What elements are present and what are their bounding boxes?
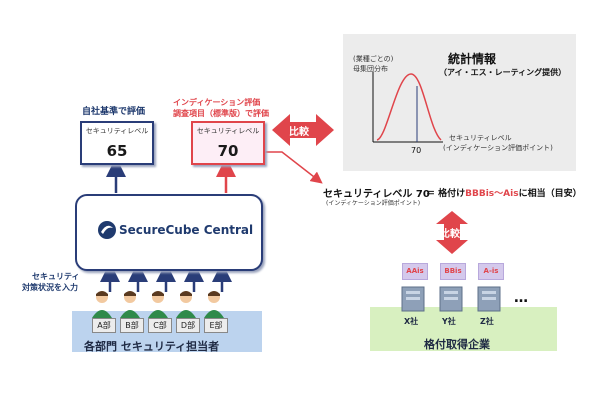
self-assessment-level-box: セキュリティレベル 65 <box>80 121 154 165</box>
companies-footer: 格付取得企業 <box>424 338 490 351</box>
right-box-title: セキュリティレベル <box>196 127 260 135</box>
dept-tag-c: C部 <box>148 318 172 333</box>
statistics-panel: (業種ごとの) 母集団分布 統計情報 （アイ・エス・レーティング提供） 70 セ… <box>343 34 576 171</box>
dept-tag-e: E部 <box>204 318 228 333</box>
securecube-name: SecureCube Central <box>119 223 254 237</box>
result-level-sub: (インディケーション評価ポイント) <box>326 200 421 207</box>
dept-tag-b: B部 <box>120 318 144 333</box>
stats-title: 統計情報 <box>448 52 497 66</box>
left-box-title: セキュリティレベル <box>85 127 149 135</box>
indication-level-box: セキュリティレベル 70 <box>191 121 265 165</box>
result-level-text: セキュリティレベル 70 <box>323 189 430 200</box>
right-box-value: 70 <box>217 142 239 160</box>
result-rating-line: ＝ 格付けBBBis～Aisに相当（目安） <box>426 186 582 199</box>
left-box-caption: 自社基準で評価 <box>82 107 146 117</box>
companies-ellipsis: … <box>514 290 528 306</box>
compare-arrow-bottom <box>436 211 468 254</box>
staff-people-icons <box>92 291 224 318</box>
compare-label-top: 比較 <box>289 127 309 138</box>
stats-subtitle: （アイ・エス・レーティング提供） <box>439 68 567 77</box>
compare-arrow-top <box>272 114 334 146</box>
dept-tag-a: A部 <box>92 318 116 333</box>
company-building-icons <box>401 286 501 312</box>
stats-x-label-2: (インディケーション評価ポイント) <box>443 144 553 152</box>
securecube-central-box: SecureCube Central <box>75 194 263 271</box>
company-z: Z社 <box>480 317 494 326</box>
securecube-logo-icon <box>98 221 116 239</box>
input-label-1: セキュリティ <box>32 272 80 281</box>
result-rating-range: BBBis～Ais <box>465 189 519 199</box>
input-label-2: 対策状況を入力 <box>22 283 78 292</box>
stats-marker: 70 <box>411 146 422 155</box>
company-x: X社 <box>404 317 419 326</box>
stats-y-label-1: (業種ごとの) <box>353 55 394 63</box>
arrow-to-result <box>260 151 323 184</box>
result-suffix: に相当（目安） <box>518 189 582 199</box>
left-box-value: 65 <box>106 142 128 160</box>
distribution-curve <box>372 72 443 143</box>
rating-badge-bb: BBis <box>440 263 466 280</box>
rating-badge-a-minus: A-is <box>478 263 504 280</box>
compare-label-bottom: 比較 <box>440 229 460 240</box>
departments-footer: 各部門 セキュリティ担当者 <box>84 340 220 353</box>
right-box-caption-1: インディケーション評価 <box>173 98 261 107</box>
company-y: Y社 <box>442 317 456 326</box>
stats-y-label-2: 母集団分布 <box>353 65 388 73</box>
dept-tag-d: D部 <box>176 318 200 333</box>
right-box-caption-2: 調査項目（標準版）で評価 <box>173 109 269 118</box>
rating-badge-aa: AAis <box>402 263 428 280</box>
input-arrows <box>100 262 232 292</box>
result-eq: ＝ 格付け <box>426 189 466 199</box>
companies-band <box>370 307 557 351</box>
stats-x-label-1: セキュリティレベル <box>449 134 512 142</box>
